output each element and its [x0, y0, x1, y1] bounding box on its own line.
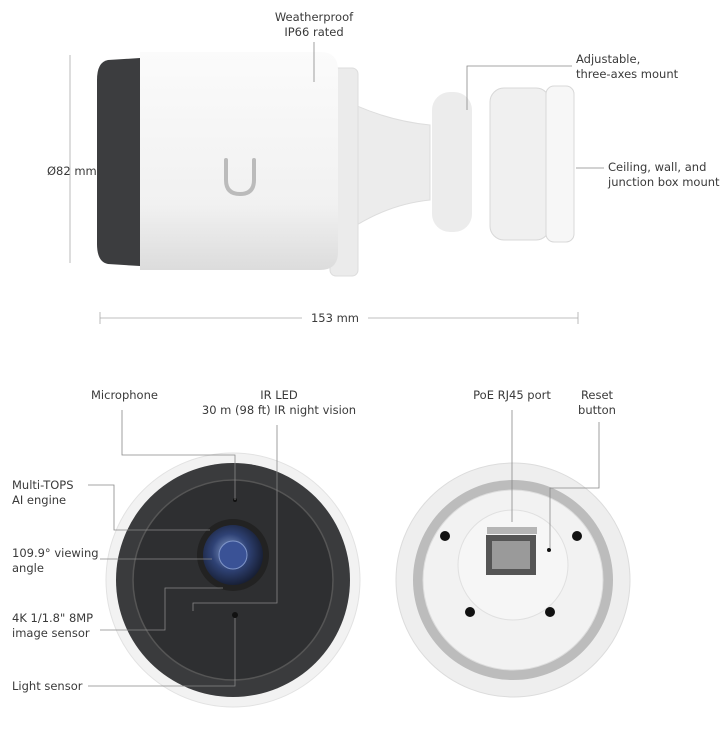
- label-mount: Adjustable,three-axes mount: [576, 52, 679, 81]
- front-callout-lines: [88, 410, 278, 687]
- label-length: 153 mm: [310, 311, 360, 325]
- label-poe-port: PoE RJ45 port: [473, 388, 551, 402]
- label-diameter: Ø82 mm: [47, 164, 97, 178]
- label-microphone: Microphone: [91, 388, 158, 402]
- top-callout-lines: [69, 42, 604, 324]
- back-callout-lines: [511, 410, 600, 548]
- front-bezel: [97, 58, 140, 266]
- ubiquiti-logo: [224, 158, 256, 197]
- light-sensor: [232, 612, 238, 618]
- reset-button[interactable]: [547, 548, 551, 552]
- camera-side-view: [97, 52, 575, 277]
- camera-back-view: [395, 462, 631, 698]
- camera-front-view: [105, 452, 361, 708]
- label-light-sensor: Light sensor: [12, 679, 83, 693]
